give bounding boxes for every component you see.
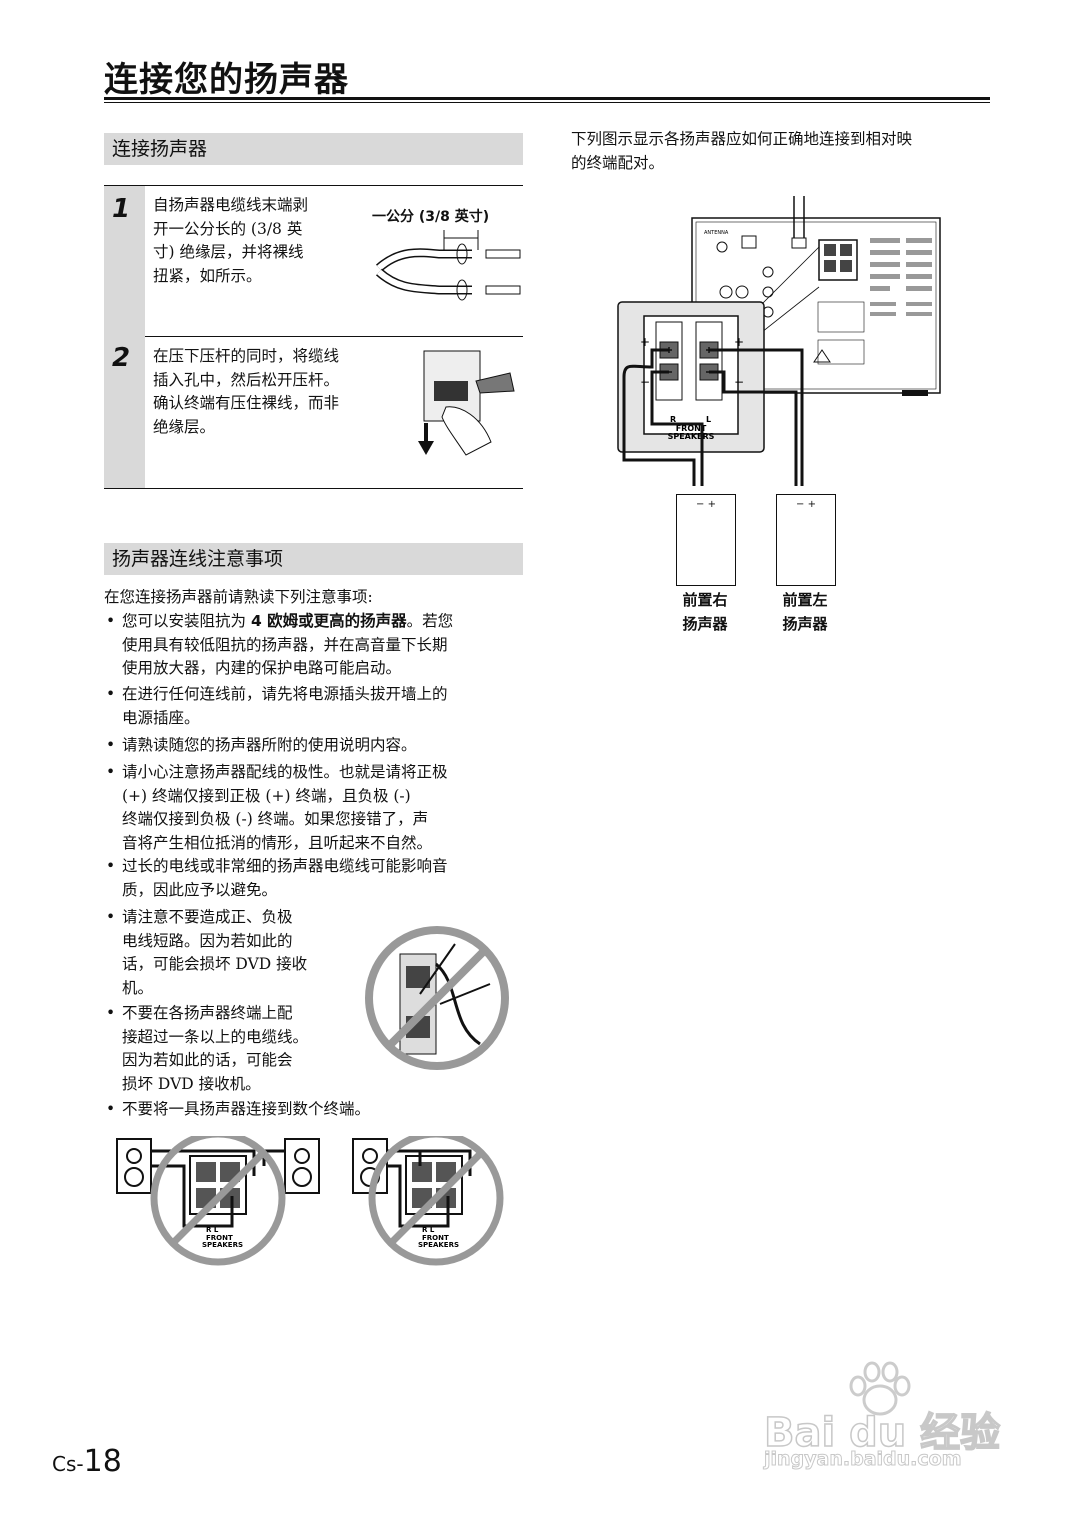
speaker-front-right: − + (676, 494, 736, 586)
svg-text:SPEAKERS: SPEAKERS (202, 1241, 243, 1249)
step-2-box: 2 在压下压杆的同时，将缆线 插入孔中，然后松开压杆。 确认终端有压住裸线，而非… (104, 335, 523, 489)
text-line: 的终端配对。 (571, 153, 665, 172)
title-rule-thin (104, 102, 990, 103)
watermark-brand: Bai du 经验 (763, 1409, 1001, 1457)
text-line: 自扬声器电缆线末端剥 (153, 196, 309, 214)
text-line: 不要将一具扬声器连接到数个终端。 (122, 1100, 371, 1118)
terminal-lever-illustration (418, 350, 515, 456)
precaution-item: • 过长的电线或非常细的扬声器电缆线可能影响音 质，因此应予以避免。 (106, 855, 448, 902)
text-line: 您可以安装阻抗为 4 欧姆或更高的扬声器。若您 (122, 612, 454, 630)
diagram-intro: 下列图示显示各扬声器应如何正确地连接到相对映 的终端配对。 (571, 128, 912, 175)
text-line: 音将产生相位抵消的情形，且听起来不自然。 (122, 833, 433, 852)
text-line: 寸) 绝缘层，并将裸线 (153, 243, 304, 261)
text-line: 在进行任何连线前，请先将电源插头拔开墙上的 (122, 685, 448, 703)
step-1-box: 1 自扬声器电缆线末端剥 开一公分长的 (3/8 英 寸) 绝缘层，并将裸线 扭… (104, 185, 523, 337)
text-line: 电源插座。 (122, 708, 200, 727)
r-label: R (670, 415, 676, 424)
speaker-right-caption: 前置右 扬声器 (664, 588, 746, 636)
plus-sign-left: + (640, 335, 650, 349)
step-number: 2 (112, 343, 131, 373)
text-line: 因为若如此的话，可能会 (122, 1051, 293, 1069)
antenna-label: ANTENNA (704, 230, 729, 236)
watermark: Bai du 经验 jingyan.baidu.com (760, 1360, 1020, 1471)
precaution-item: • 不要在各扬声器终端上配 接超过一条以上的电缆线。 因为若如此的话，可能会 损… (106, 1002, 309, 1096)
text-line: 开一公分长的 (3/8 英 (153, 219, 303, 238)
no-multiple-terminals-icon-right: R L FRONT SPEAKERS (352, 1136, 504, 1266)
text-line: 请熟读随您的扬声器所附的使用说明内容。 (122, 736, 417, 754)
text-line: 电线短路。因为若如此的 (122, 931, 293, 950)
text-line: 请小心注意扬声器配线的极性。也就是请将正极 (122, 763, 448, 781)
text-line: 扭紧，如所示。 (153, 266, 262, 285)
plus-sign-right: + (734, 335, 744, 349)
svg-text:R L: R L (422, 1226, 435, 1234)
step-1-text: 自扬声器电缆线末端剥 开一公分长的 (3/8 英 寸) 绝缘层，并将裸线 扭紧，… (153, 194, 308, 288)
speaker-terminal-marks: − + (696, 499, 716, 510)
section-heading-precautions: 扬声器连线注意事项 (104, 543, 523, 575)
svg-text:SPEAKERS: SPEAKERS (418, 1241, 459, 1249)
text-line: 前置右 (682, 591, 728, 609)
precaution-item: • 请熟读随您的扬声器所附的使用说明内容。 (106, 734, 417, 758)
text-line: 过长的电线或非常细的扬声器电缆线可能影响音 (122, 857, 448, 875)
svg-text:FRONT: FRONT (422, 1234, 449, 1242)
page-number-prefix: Cs- (52, 1452, 84, 1476)
precaution-item: • 不要将一具扬声器连接到数个终端。 (106, 1098, 371, 1122)
text-line: 话，可能会损坏 DVD 接收 (122, 955, 308, 973)
paw-logo-icon (849, 1361, 911, 1416)
precautions-intro: 在您连接扬声器前请熟读下列注意事项: (104, 588, 373, 606)
text-line: 接超过一条以上的电缆线。 (122, 1027, 309, 1046)
precaution-item: • 您可以安装阻抗为 4 欧姆或更高的扬声器。若您 使用具有较低阻抗的扬声器，并… (106, 610, 454, 681)
text-line: 机。 (122, 978, 154, 997)
no-short-circuit-icon (365, 926, 509, 1070)
page-number: Cs-18 (52, 1444, 122, 1479)
no-multiple-terminals-icon-left: R L FRONT SPEAKERS (116, 1136, 320, 1266)
svg-text:FRONT: FRONT (206, 1234, 233, 1242)
step-number-column (104, 186, 145, 336)
text-line: 扬声器 (782, 615, 828, 633)
text-line: (+) 终端仅接到正极 (+) 终端，且负极 (-) (122, 786, 411, 805)
precaution-item: • 在进行任何连线前，请先将电源插头拔开墙上的 电源插座。 (106, 683, 448, 730)
page-title: 连接您的扬声器 (104, 60, 349, 100)
text-line: 绝缘层。 (153, 417, 216, 436)
svg-text:R L: R L (206, 1226, 219, 1234)
text-line: 不要在各扬声器终端上配 (122, 1004, 293, 1022)
front-label: FRONT (676, 424, 707, 433)
speakers-label: SPEAKERS (668, 432, 715, 441)
title-rule (104, 97, 990, 100)
speaker-front-left: − + (776, 494, 836, 586)
step-2-text: 在压下压杆的同时，将缆线 插入孔中，然后松开压杆。 确认终端有压住裸线，而非 绝… (153, 345, 339, 439)
l-label: L (706, 415, 711, 424)
page-number-value: 18 (83, 1444, 122, 1479)
minus-sign-right: − (734, 375, 744, 389)
text-line: 前置左 (782, 591, 828, 609)
text-line: 使用放大器，内建的保护电路可能启动。 (122, 659, 402, 677)
speaker-terminal-marks: − + (796, 499, 816, 510)
text-line: 扬声器 (682, 615, 728, 633)
speaker-left-caption: 前置左 扬声器 (764, 588, 846, 636)
text-line: 请注意不要造成正、负极 (122, 908, 293, 926)
minus-sign-left: − (640, 375, 650, 389)
strip-length-label: 一公分 (3/8 英寸) (372, 209, 490, 225)
text-line: 损坏 DVD 接收机。 (122, 1074, 261, 1093)
step-number-column (104, 335, 145, 488)
text-line: 使用具有较低阻抗的扬声器，并在高音量下长期 (122, 635, 448, 654)
text-line: 确认终端有压住裸线，而非 (153, 394, 340, 412)
text-line: 插入孔中，然后松开压杆。 (153, 370, 340, 389)
precaution-item: • 请注意不要造成正、负极 电线短路。因为若如此的 话，可能会损坏 DVD 接收… (106, 906, 308, 1000)
text-line: 在压下压杆的同时，将缆线 (153, 347, 340, 365)
wire-strip-illustration (375, 230, 521, 301)
precaution-item: • 请小心注意扬声器配线的极性。也就是请将正极 (+) 终端仅接到正极 (+) … (106, 761, 448, 855)
speaker-connection-diagram: ANTENNA + − + − R L FRONT SPEAKERS (617, 196, 941, 486)
text-line: 终端仅接到负极 (-) 终端。如果您接错了，声 (122, 810, 429, 828)
text-line: 质，因此应予以避免。 (122, 880, 278, 899)
section-heading-connect: 连接扬声器 (104, 133, 523, 165)
text-line: 下列图示显示各扬声器应如何正确地连接到相对映 (571, 130, 913, 148)
watermark-url: jingyan.baidu.com (764, 1448, 962, 1471)
step-number: 1 (112, 194, 131, 224)
